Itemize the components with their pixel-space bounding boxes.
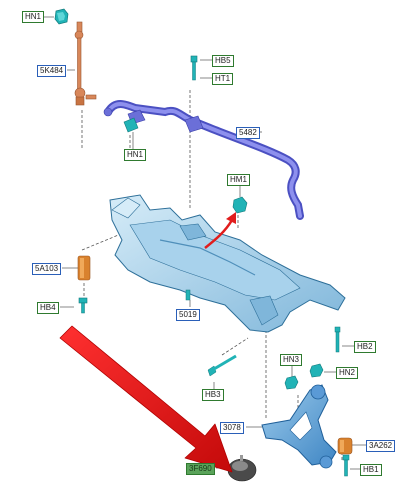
bolt-hb4 — [78, 297, 88, 314]
callout-hb3[interactable]: HB3 — [202, 389, 224, 401]
bushing-5a103 — [77, 255, 91, 281]
nut-hn3 — [284, 375, 299, 390]
bushing-clamp-hn1-mid — [123, 117, 139, 133]
nut-hn2 — [309, 363, 324, 378]
callout-hb1[interactable]: HB1 — [360, 464, 382, 476]
stud-5019 — [185, 289, 191, 301]
bolt-hb3 — [207, 354, 237, 377]
callout-hm1[interactable]: HM1 — [227, 174, 250, 186]
nut-hn1-top — [54, 8, 69, 25]
callout-hn1-mid[interactable]: HN1 — [124, 149, 147, 161]
callout-hn1-top[interactable]: HN1 — [22, 11, 45, 23]
callout-5019[interactable]: 5019 — [176, 309, 200, 321]
callout-hb2[interactable]: HB2 — [354, 341, 376, 353]
callout-hb5[interactable]: HB5 — [212, 55, 234, 67]
callout-5k484[interactable]: 5K484 — [37, 65, 67, 77]
bolt-hb5 — [190, 55, 198, 81]
callout-5482[interactable]: 5482 — [236, 127, 260, 139]
callout-hb4[interactable]: HB4 — [37, 302, 59, 314]
callout-hn2[interactable]: HN2 — [336, 367, 359, 379]
callout-3078[interactable]: 3078 — [220, 422, 244, 434]
bolt-hb2 — [334, 326, 341, 353]
callout-ht1[interactable]: HT1 — [212, 73, 234, 85]
large-red-arrow-icon — [59, 325, 233, 473]
stabilizer-bar-5482 — [103, 100, 304, 220]
control-arm-3078 — [261, 384, 337, 469]
bushing-3a262 — [337, 437, 353, 455]
nut-hm1 — [232, 196, 248, 214]
mount-3f690 — [227, 455, 257, 482]
red-curved-arrow-icon — [204, 219, 234, 249]
subframe-5019 — [109, 194, 346, 333]
callout-3f690[interactable]: 3F690 — [186, 463, 215, 475]
callout-5a103[interactable]: 5A103 — [32, 263, 62, 275]
bolt-hb1 — [342, 454, 350, 477]
callout-3a262[interactable]: 3A262 — [366, 440, 396, 452]
callout-hn3[interactable]: HN3 — [280, 354, 303, 366]
red-curved-arrow-head — [226, 212, 236, 224]
stabilizer-link-5k484 — [74, 21, 97, 106]
